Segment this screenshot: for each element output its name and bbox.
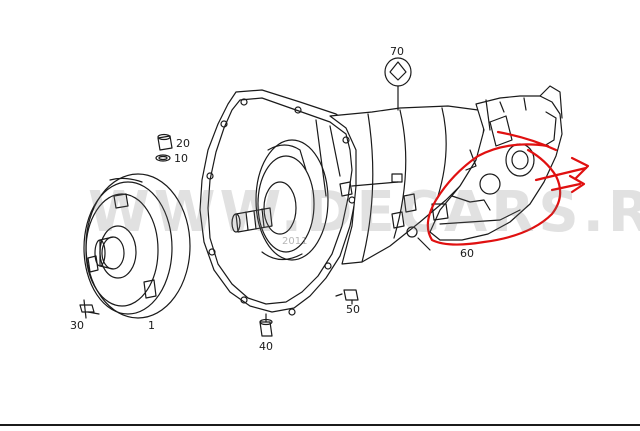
callout-20: 20 bbox=[176, 137, 190, 150]
callout-30: 30 bbox=[70, 319, 84, 332]
bolt-30 bbox=[79, 299, 100, 319]
bolt-40 bbox=[259, 313, 273, 337]
callout-10: 10 bbox=[174, 152, 188, 165]
callout-40: 40 bbox=[259, 340, 273, 353]
bell-housing bbox=[199, 89, 361, 316]
callout-70: 70 bbox=[390, 45, 404, 58]
plug-20 bbox=[155, 133, 173, 162]
callout-60: 60 bbox=[460, 247, 474, 260]
callout-50: 50 bbox=[346, 303, 360, 316]
callout-1: 1 bbox=[148, 319, 155, 332]
transmission-case bbox=[329, 105, 485, 265]
tail-housing bbox=[429, 85, 563, 241]
bolt-50 bbox=[335, 289, 359, 305]
sensor-70 bbox=[384, 57, 412, 111]
frame-border bbox=[0, 424, 640, 426]
torque-converter bbox=[83, 173, 191, 319]
watermark-year: 2011 bbox=[282, 236, 308, 247]
red-annotation bbox=[426, 130, 590, 246]
